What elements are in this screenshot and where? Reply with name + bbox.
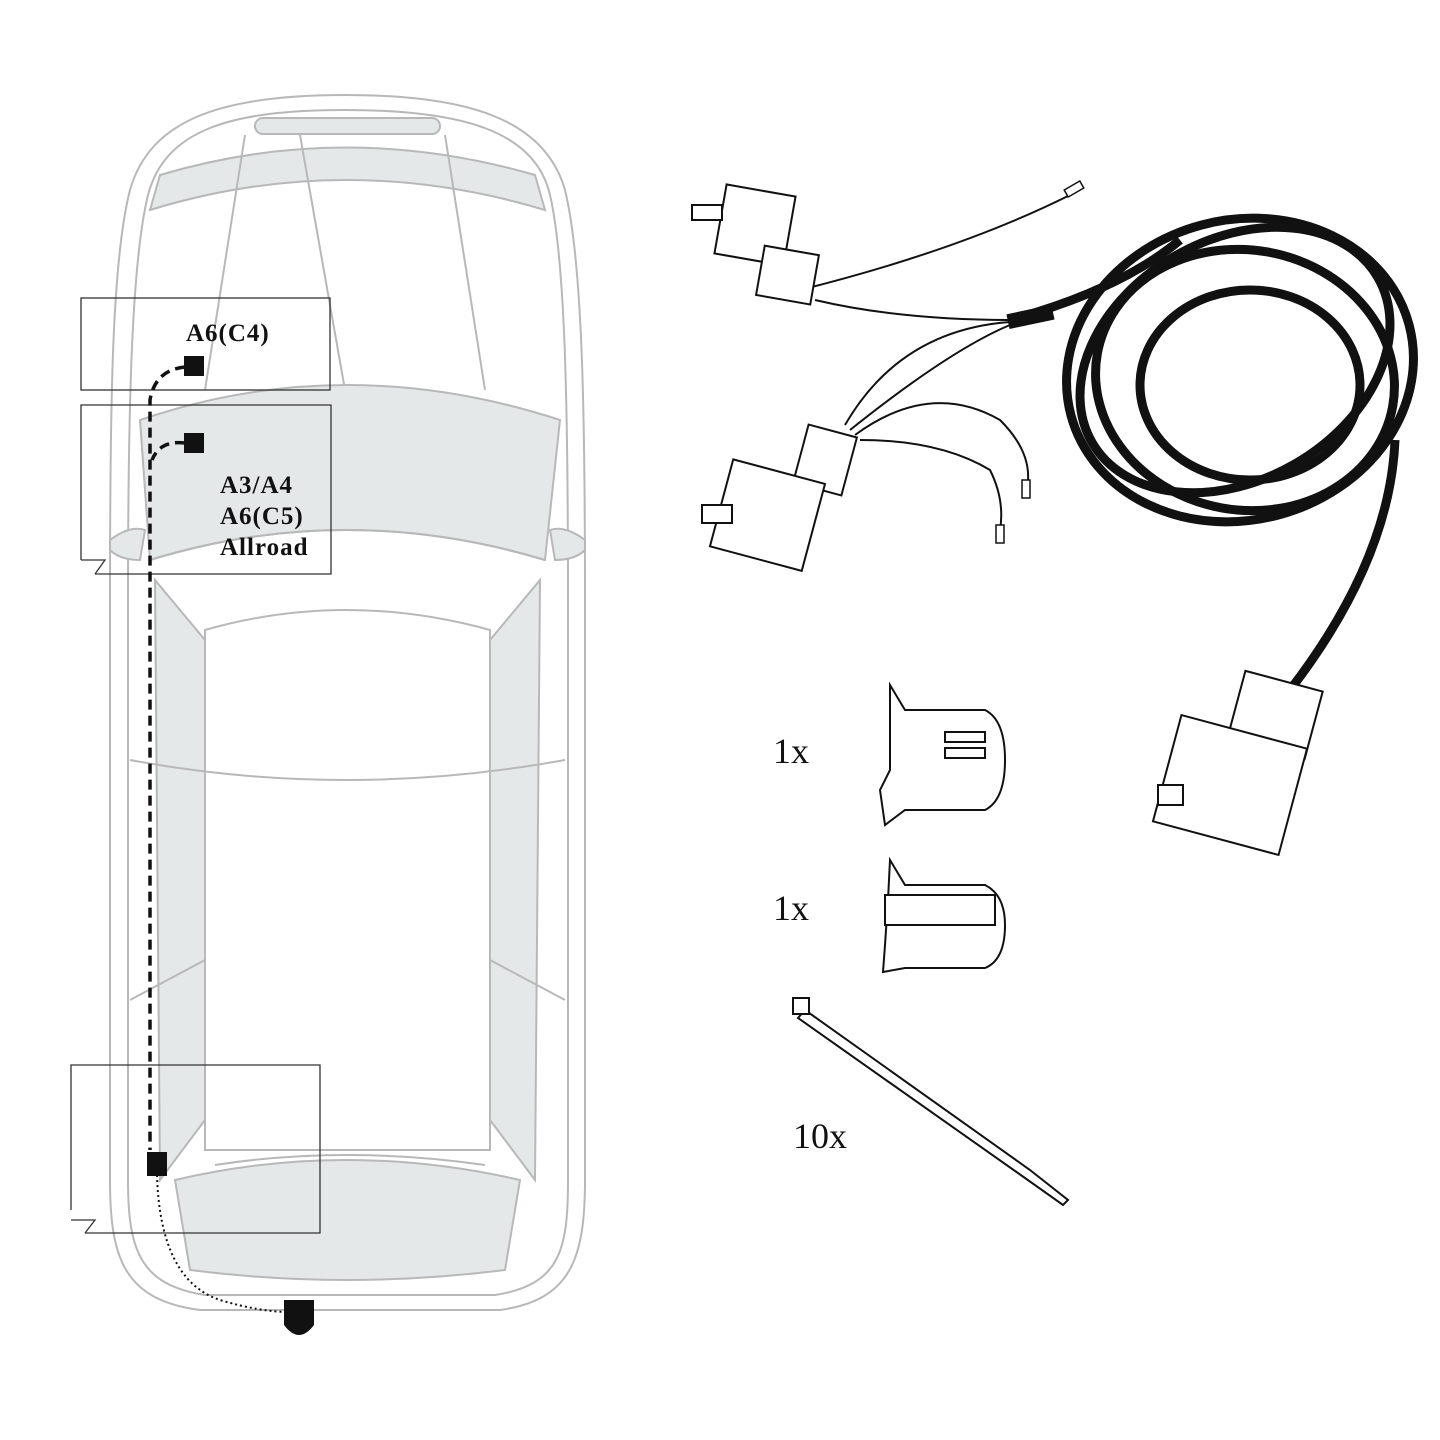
label-a6-c4: A6(C4) xyxy=(186,320,270,347)
clip-2 xyxy=(881,856,1007,974)
car-top-view xyxy=(109,93,586,1311)
harness-connector-rear xyxy=(1151,669,1324,857)
clip-2-quantity: 1x xyxy=(773,888,809,928)
label-allroad: Allroad xyxy=(220,534,309,561)
harness-connector-top xyxy=(691,183,821,306)
connection-point-a6c4 xyxy=(184,356,204,376)
harness-connector-middle xyxy=(701,423,859,573)
clip-1-quantity: 1x xyxy=(773,731,809,771)
connection-point-a3a4 xyxy=(184,433,204,453)
label-a3-a4: A3/A4 xyxy=(220,472,294,499)
wiring-harness xyxy=(799,180,1418,693)
connection-point-rear xyxy=(147,1152,167,1176)
clip-1 xyxy=(878,681,1007,827)
cable-tie-quantity: 10x xyxy=(793,1116,847,1156)
wire-route xyxy=(148,365,291,1313)
cable-tie xyxy=(792,997,1070,1207)
label-a6-c5: A6(C5) xyxy=(220,503,304,530)
location-boxes xyxy=(70,297,332,1234)
tow-socket-icon xyxy=(284,1300,314,1335)
